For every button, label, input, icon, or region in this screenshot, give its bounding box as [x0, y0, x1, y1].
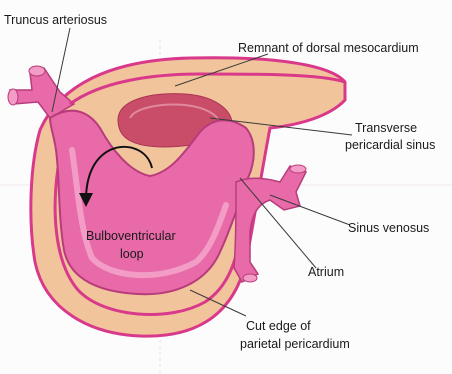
label-cut-edge-line1: Cut edge of	[246, 319, 311, 333]
sinus-venosus-opening-top	[290, 165, 306, 173]
sinus-venosus-opening-bottom	[243, 274, 257, 282]
label-atrium: Atrium	[308, 265, 344, 279]
label-cut-edge-line2: parietal pericardium	[240, 337, 350, 351]
label-truncus-arteriosus: Truncus arteriosus	[4, 13, 107, 27]
truncus-opening-left	[8, 89, 18, 105]
label-loop: loop	[120, 247, 144, 261]
truncus-opening-upper	[29, 66, 45, 76]
leader-sinus-venosus	[270, 195, 350, 225]
label-bulboventricular: Bulboventricular	[86, 229, 176, 243]
label-transverse-line1: Transverse	[355, 121, 417, 135]
label-transverse-line2: pericardial sinus	[345, 138, 435, 152]
label-sinus-venosus: Sinus venosus	[348, 221, 429, 235]
label-dorsal-mesocardium: Remnant of dorsal mesocardium	[238, 41, 419, 55]
